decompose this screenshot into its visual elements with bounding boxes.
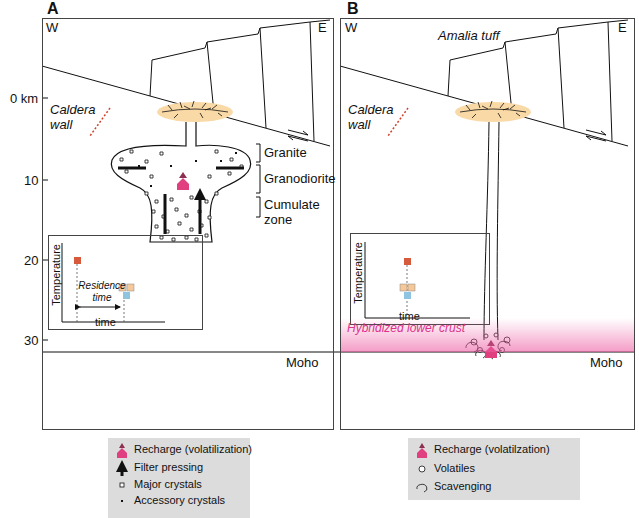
diagram-label: E	[318, 20, 327, 35]
inset-graph: TemperatureResidence time time	[48, 235, 203, 330]
temperature-point	[408, 284, 415, 291]
legend-box	[408, 438, 580, 500]
diagram-label: 30	[24, 333, 38, 348]
conduit	[484, 122, 499, 340]
temperature-point	[123, 292, 130, 299]
diagram-label: Granite	[264, 145, 307, 160]
diagram-label: E	[618, 20, 627, 35]
diagram-label: Cumulate zone	[264, 197, 326, 227]
axis-title: Temperature	[50, 244, 62, 306]
diagram-label: 0 km	[10, 91, 38, 106]
inset-graph: Temperaturetime	[350, 233, 490, 325]
band-label: Hybridized lower crust	[347, 321, 465, 335]
temperature-point	[400, 284, 407, 291]
residence-arrow	[80, 307, 120, 308]
panel-letter: A	[47, 0, 59, 18]
legend-text: Recharge (volatilization)	[134, 443, 252, 455]
axis-title: Temperature	[352, 242, 364, 304]
inset-a-axes	[62, 243, 165, 322]
legend-recharge-icon	[417, 448, 427, 458]
temperature-point	[74, 257, 81, 264]
legend-crystal-icon	[120, 483, 124, 487]
legend-text: Filter pressing	[134, 461, 203, 473]
legend-text: Major crystals	[134, 478, 202, 490]
diagram-label: Granodiorite	[264, 171, 336, 186]
legend-text: Recharge (volatilzation)	[434, 443, 550, 455]
legend-accessory-icon	[121, 500, 123, 502]
panel-letter: B	[347, 0, 359, 18]
diagram-label: Caldera wall	[50, 102, 102, 132]
diagram-label: 20	[24, 253, 38, 268]
temperature-point	[404, 292, 411, 299]
temperature-point	[404, 258, 411, 265]
temperature-point	[127, 284, 134, 291]
legend-volatile-icon	[419, 466, 425, 472]
recharge-arrow	[179, 172, 187, 178]
recharge-symbol	[177, 178, 189, 190]
residence-label: Residence time	[77, 280, 127, 304]
axis-title: time	[95, 316, 116, 328]
legend-text: Scavenging	[434, 480, 492, 492]
inset-b-axes	[365, 242, 470, 318]
legend-text: Accessory crystals	[134, 494, 225, 506]
panel-b-geology	[340, 20, 628, 146]
legend-recharge-icon	[117, 448, 127, 458]
major-crystals	[120, 150, 243, 241]
diagram-label: Amalia tuff	[438, 28, 499, 43]
legend-text: Volatiles	[434, 462, 475, 474]
lower-crust-band: Hybridized lower crust	[341, 318, 634, 352]
diagram-label: Caldera wall	[348, 102, 400, 132]
magma-chamber	[111, 122, 250, 242]
diagram-label: W	[345, 20, 357, 35]
zone-brackets	[256, 144, 260, 217]
legend-recharge-arrow	[119, 443, 125, 448]
diagram-label: 10	[24, 173, 38, 188]
diagram-label: W	[46, 20, 58, 35]
diagram-label: Moho	[590, 355, 623, 370]
legend-filter-arrow	[121, 466, 124, 476]
legend-recharge-arrow	[419, 443, 425, 448]
filter-pressing-arrows	[118, 168, 244, 234]
diagram-label: Moho	[286, 355, 319, 370]
legend-scavenging-icon	[417, 484, 427, 492]
